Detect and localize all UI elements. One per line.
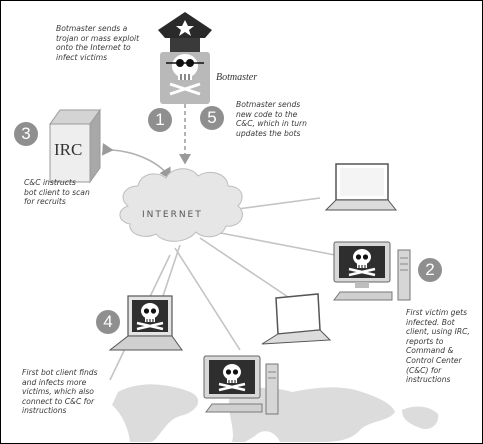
link-bot-laptop [159, 244, 181, 306]
step4-note: First bot client finds and infects more … [22, 368, 98, 416]
victim-desktop-bottom [203, 355, 279, 415]
step-1-badge: 1 [148, 108, 172, 132]
link-laptop-middle [199, 237, 301, 306]
step2-note: First victim gets infected. Bot client, … [406, 308, 470, 385]
step1-note: Botmaster sends a trojan or mass exploit… [56, 24, 140, 62]
arrow-irc-cloud [101, 142, 171, 180]
link-victim-1 [204, 229, 336, 256]
step-4-badge: 4 [96, 310, 120, 334]
botmaster-icon [158, 12, 212, 104]
victim-desktop-right [333, 241, 411, 301]
step-3-badge: 3 [14, 122, 38, 146]
laptop-top-right [324, 163, 398, 211]
bot-laptop-left [108, 295, 183, 351]
step5-note: Botmaster sends new code to the C&C, whi… [236, 100, 307, 138]
internet-label: INTERNET [142, 210, 203, 220]
laptop-middle [261, 293, 332, 345]
step-5-badge: 5 [200, 106, 224, 130]
step-2-badge: 2 [418, 258, 442, 282]
irc-server-icon [49, 108, 101, 184]
irc-label: IRC [54, 140, 83, 159]
link-bot-desktop [174, 247, 241, 351]
step3-note: C&C instructs bot client to scan for rec… [24, 178, 90, 207]
botmaster-label: Botmaster [216, 72, 258, 83]
internet-cloud [119, 168, 243, 242]
